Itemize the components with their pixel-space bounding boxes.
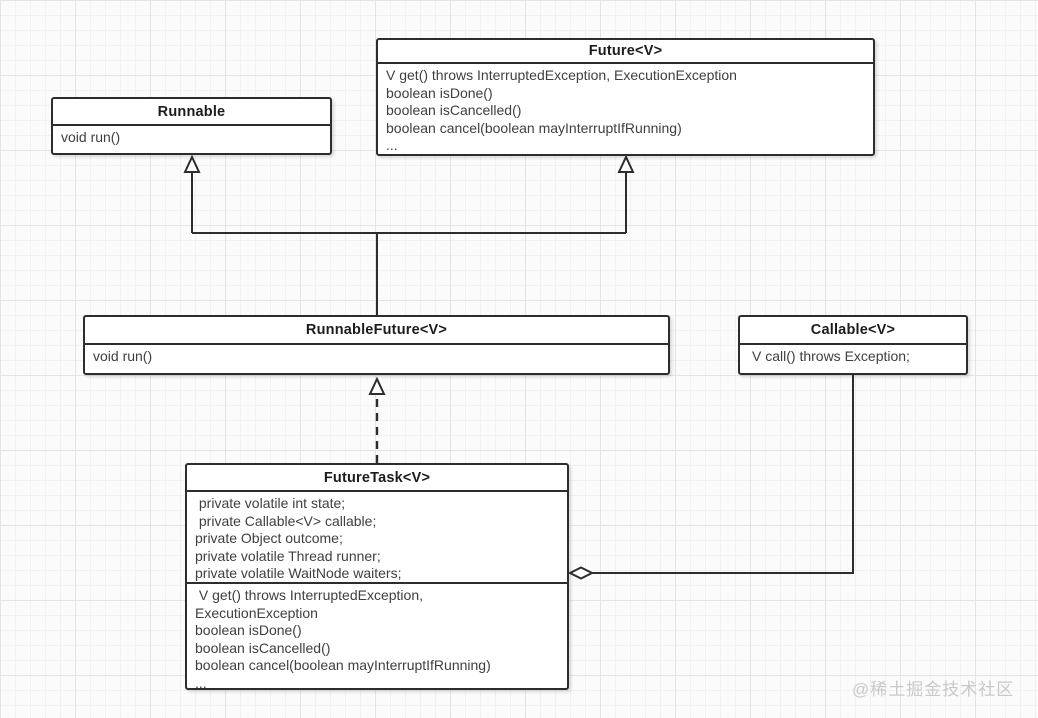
- hollow-triangle-arrowhead-runnable-icon: [183, 154, 201, 173]
- method-row: boolean isDone(): [195, 622, 302, 639]
- method-row: boolean cancel(boolean mayInterruptIfRun…: [195, 657, 491, 674]
- hollow-triangle-arrowhead-runnablefuture-icon: [368, 376, 386, 395]
- aggregation-line-callable: [592, 375, 854, 574]
- method-row: V get() throws InterruptedException,: [195, 587, 423, 603]
- class-box-callable: Callable<V> V call() throws Exception;: [738, 315, 968, 375]
- aggregation-hollow-diamond-icon: [567, 566, 595, 580]
- class-box-runnable-future: RunnableFuture<V> void run(): [83, 315, 670, 375]
- method-row: ...: [195, 674, 207, 691]
- member-row: V get() throws InterruptedException, Exe…: [386, 67, 737, 83]
- field-row: private volatile Thread runner;: [195, 547, 381, 564]
- class-methods-future-task: V get() throws InterruptedException, Exe…: [187, 582, 567, 695]
- method-row: ExecutionException: [195, 604, 318, 621]
- member-row: boolean cancel(boolean mayInterruptIfRun…: [386, 119, 682, 136]
- class-members-runnable-future: void run(): [85, 345, 668, 368]
- field-row: private volatile WaitNode waiters;: [195, 565, 402, 582]
- field-row: private volatile int state;: [195, 495, 346, 511]
- hollow-triangle-arrowhead-future-icon: [617, 154, 635, 173]
- generalization-line-runnablefuture: [191, 172, 627, 315]
- field-row: private Object outcome;: [195, 530, 343, 547]
- class-members-callable: V call() throws Exception;: [740, 345, 966, 368]
- member-row: void run(): [61, 129, 121, 145]
- field-row: private Callable<V> callable;: [195, 512, 377, 529]
- member-row: void run(): [93, 348, 153, 364]
- member-row: V call() throws Exception;: [752, 348, 910, 364]
- member-row: ...: [386, 137, 398, 154]
- class-title-runnable: Runnable: [53, 99, 330, 126]
- class-title-future-task: FutureTask<V>: [187, 465, 567, 492]
- class-box-future: Future<V> V get() throws InterruptedExce…: [376, 38, 875, 156]
- watermark: @稀土掘金技术社区: [852, 680, 1015, 699]
- class-members-future: V get() throws InterruptedException, Exe…: [378, 64, 873, 157]
- member-row: boolean isDone(): [386, 84, 493, 101]
- class-title-runnable-future: RunnableFuture<V>: [85, 317, 668, 345]
- class-title-future: Future<V>: [378, 40, 873, 64]
- class-members-runnable: void run(): [53, 126, 330, 149]
- class-box-runnable: Runnable void run(): [51, 97, 332, 155]
- method-row: boolean isCancelled(): [195, 639, 331, 656]
- member-row: boolean isCancelled(): [386, 102, 522, 119]
- class-title-callable: Callable<V>: [740, 317, 966, 345]
- class-box-future-task: FutureTask<V> private volatile int state…: [185, 463, 569, 691]
- class-fields-future-task: private volatile int state; private Call…: [187, 492, 567, 582]
